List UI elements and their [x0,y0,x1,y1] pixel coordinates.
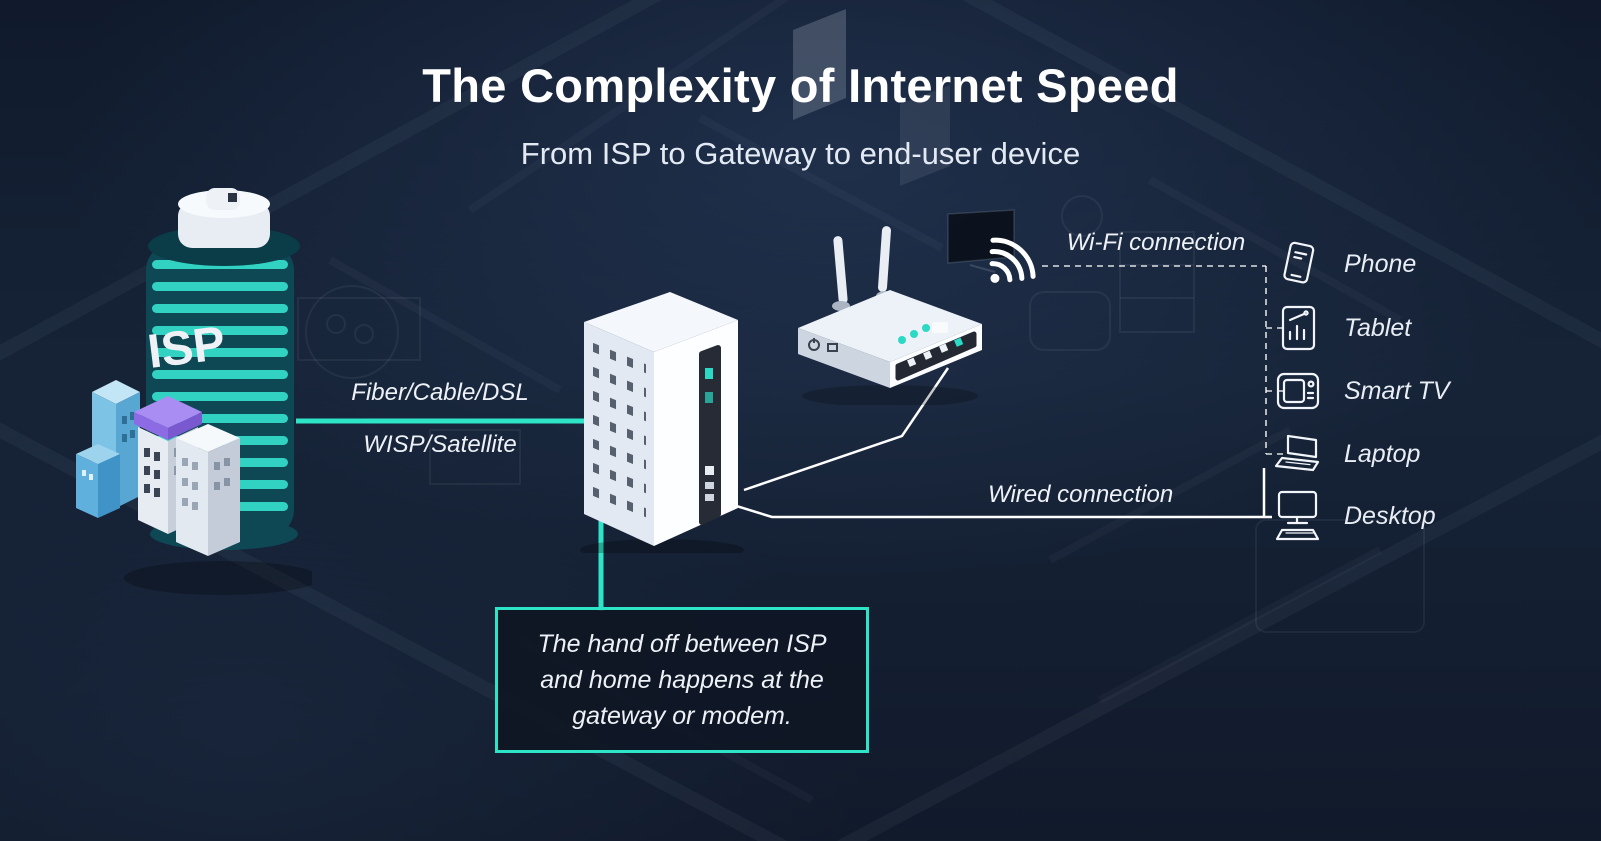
isp-building: ISP [76,188,312,595]
page-title: The Complexity of Internet Speed [422,59,1179,112]
router-led [922,324,930,332]
device-row-desktop: Desktop [1270,488,1436,544]
page-subtitle: From ISP to Gateway to end-user device [520,136,1081,171]
device-label: Smart TV [1344,376,1450,405]
wifi-dashed-lines [1042,265,1285,455]
gateway-callout-text: The hand off between ISP and home happen… [537,630,827,730]
wisp-satellite-label: WISP/Satellite [363,431,517,458]
fiber-cable-dsl-label: Fiber/Cable/DSL [351,379,529,406]
gateway-callout-box: The hand off between ISP and home happen… [495,607,869,753]
modem-port [705,466,714,475]
modem-led [705,368,713,379]
wifi-signal-icon [989,237,1036,283]
device-row-laptop: Laptop [1270,426,1420,482]
device-row-phone: Phone [1270,236,1416,292]
modem-port [705,494,714,501]
device-label: Phone [1344,249,1417,278]
device-label: Desktop [1344,501,1436,530]
wired-connection-label: Wired connection [988,481,1174,508]
device-row-tablet: Tablet [1270,300,1411,356]
modem-status-strip [699,345,721,525]
modem-led [705,392,713,403]
router-to-modem-cable [743,367,950,492]
router-port [923,350,933,360]
furniture-silhouettes [297,195,1425,633]
router-port [954,337,964,347]
modem-port [705,482,714,489]
phone-icon [1270,236,1326,292]
tablet-icon [1270,300,1326,356]
device-row-smart-tv: Smart TV [1270,363,1450,419]
router-port [939,343,949,353]
doorway-silhouette [793,9,846,120]
device-label: Laptop [1344,439,1421,468]
router-port [907,357,917,367]
city-buildings [76,380,240,556]
device-label: Tablet [1344,313,1412,342]
isp-building-label: ISP [145,317,228,379]
desktop-icon [1270,488,1326,544]
router-led [898,336,906,344]
router-led [910,330,918,338]
wifi-router [798,226,982,405]
gateway-modem [580,292,744,553]
smart-tv-icon [1270,363,1326,419]
router-label-sticker [932,322,948,333]
router-front-glyphs [808,338,838,352]
modem-vent-grid [592,340,646,528]
wifi-connection-label: Wi-Fi connection [1066,229,1246,256]
laptop-icon [1270,426,1326,482]
wired-connection-line [729,468,1272,519]
router-port-band [895,331,977,381]
